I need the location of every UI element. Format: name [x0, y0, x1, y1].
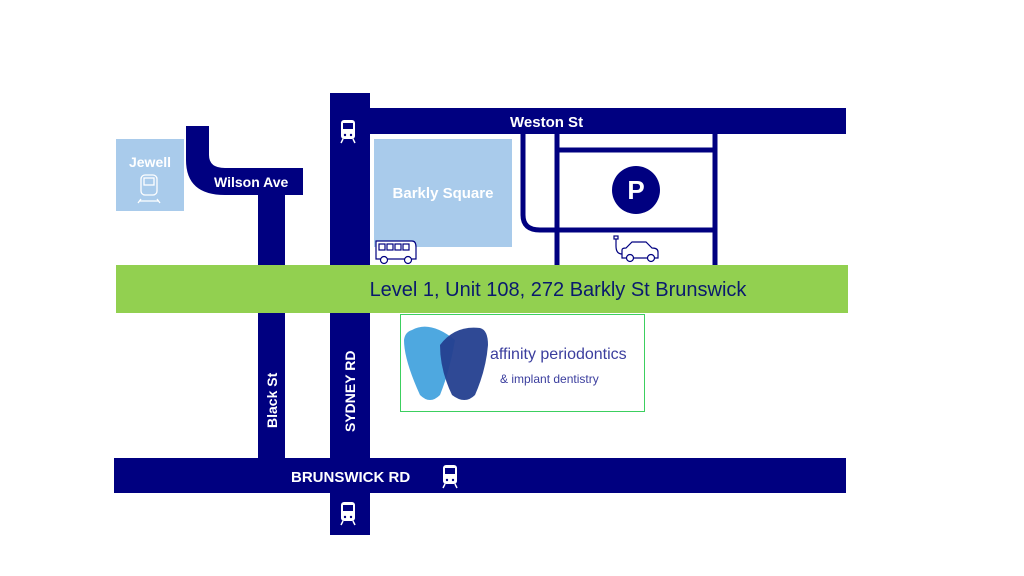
- black-st-road: [258, 180, 285, 462]
- affinity-logo-mark: [404, 326, 488, 400]
- weston-st-road: [330, 108, 846, 134]
- car-park-lanes: [520, 134, 718, 265]
- brunswick-rd-label: BRUNSWICK RD: [291, 469, 410, 486]
- jewell-label: Jewell: [129, 154, 171, 170]
- parking-label: P: [627, 175, 644, 205]
- barkly-square-block: [374, 139, 512, 247]
- wilson-ave-road: [186, 126, 303, 195]
- sydney-rd-label: SYDNEY RD: [342, 351, 358, 432]
- ev-charging-car-icon: [613, 235, 659, 263]
- barkly-square-label: Barkly Square: [393, 185, 494, 202]
- logo-tagline: & implant dentistry: [500, 372, 599, 386]
- address-band: [116, 265, 848, 313]
- parking-icon: [612, 166, 660, 214]
- brunswick-rd-road: [114, 458, 846, 493]
- wilson-ave-label: Wilson Ave: [214, 174, 289, 190]
- black-st-label: Black St: [264, 372, 280, 428]
- bus-icon: [375, 240, 417, 265]
- address-text: Level 1, Unit 108, 272 Barkly St Brunswi…: [370, 279, 748, 301]
- logo-name: affinity periodontics: [490, 346, 627, 363]
- weston-st-label: Weston St: [510, 114, 583, 131]
- train-icon: [137, 174, 161, 204]
